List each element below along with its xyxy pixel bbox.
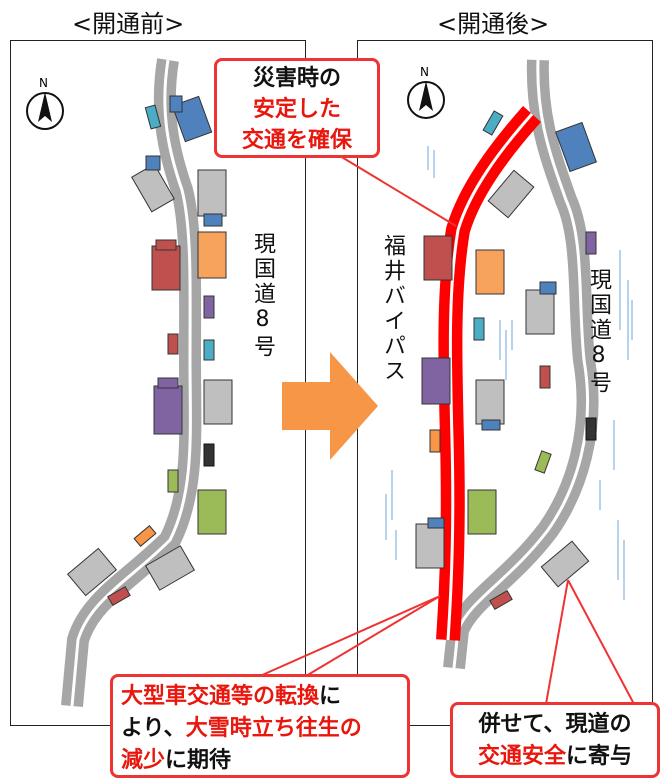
- truck-gray-before-5: [144, 545, 196, 591]
- truck-gray-before-2: [197, 169, 227, 227]
- truck-orange-after: [475, 249, 505, 295]
- car-black-before: [203, 443, 215, 467]
- truck-red-before: [151, 239, 181, 291]
- callout-top-line3: 交通を確保: [241, 128, 352, 153]
- car-teal-before-1: [144, 104, 162, 130]
- truck-gray-after-1: [487, 169, 535, 219]
- car-purple-before-1: [203, 295, 215, 319]
- truck-purple-before: [153, 377, 183, 435]
- truck-green-after: [467, 489, 497, 535]
- truck-gray-before-1: [131, 155, 175, 213]
- bypass-label: 福井バイパス: [380, 234, 405, 384]
- callout-top-line2: 安定した: [252, 97, 341, 122]
- callout-bl-seg4: 大雪時立ち往生の: [185, 716, 362, 741]
- callout-pointers: [259, 155, 635, 705]
- callout-bl-seg2: に: [319, 684, 342, 709]
- callout-bl-seg3: より、: [121, 716, 186, 741]
- compass-icon-after: N: [407, 65, 445, 119]
- current-road-label-after: 現国道8号: [586, 268, 611, 396]
- heading-before: <開通前>: [72, 10, 185, 38]
- car-teal-after-1: [482, 110, 504, 136]
- car-red-after: [539, 365, 551, 389]
- car-teal-before-2: [203, 339, 215, 361]
- car-red-after-2: [489, 589, 513, 611]
- callout-heavy-vehicle: 大型車交通等の転換に より、大雪時立ち往生の 減少に期待: [110, 674, 410, 778]
- compass-n-before: N: [39, 76, 48, 90]
- car-orange-before: [133, 525, 157, 547]
- car-red-before-2: [107, 585, 131, 607]
- car-green-before: [167, 469, 179, 493]
- callout-br-seg1: 交通安全: [477, 744, 566, 769]
- truck-orange-before: [197, 231, 227, 279]
- truck-blue-after: [555, 121, 597, 173]
- car-red-before: [167, 333, 179, 355]
- truck-gray-before-3: [203, 379, 233, 425]
- callout-bl-seg6: に期待: [165, 748, 232, 773]
- truck-red-after: [423, 235, 453, 281]
- transition-arrow-icon: [282, 352, 378, 460]
- car-purple-after-1: [585, 231, 597, 255]
- compass-icon-before: N: [26, 76, 64, 130]
- truck-green-before: [197, 489, 227, 535]
- callout-br-seg2: に寄与: [566, 744, 633, 769]
- car-green-after: [534, 450, 552, 474]
- car-black-after: [585, 417, 597, 441]
- callout-safety: 併せて、現道の 交通安全に寄与: [450, 702, 660, 778]
- truck-gray-after-5: [540, 540, 590, 588]
- compass-n-after: N: [420, 65, 429, 79]
- truck-gray-after-3: [475, 379, 505, 431]
- truck-blue-before-1: [169, 95, 213, 143]
- current-road-label-before: 現国道8号: [250, 232, 275, 360]
- heading-after: <開通後>: [437, 10, 550, 38]
- truck-gray-before-4: [66, 547, 118, 597]
- callout-disaster: 災害時の 安定した 交通を確保: [214, 58, 380, 158]
- car-teal-after-2: [473, 317, 485, 341]
- truck-gray-after-4: [415, 517, 445, 569]
- rain-lines: [385, 146, 633, 600]
- callout-bl-seg1: 大型車交通等の転換: [121, 684, 320, 709]
- callout-bl-seg5: 減少: [121, 748, 166, 773]
- truck-purple-after: [421, 357, 451, 405]
- truck-gray-after-2: [525, 281, 557, 335]
- callout-br-line1: 併せて、現道の: [478, 712, 632, 737]
- callout-top-line1: 災害時の: [252, 66, 341, 91]
- car-orange-after: [429, 429, 441, 453]
